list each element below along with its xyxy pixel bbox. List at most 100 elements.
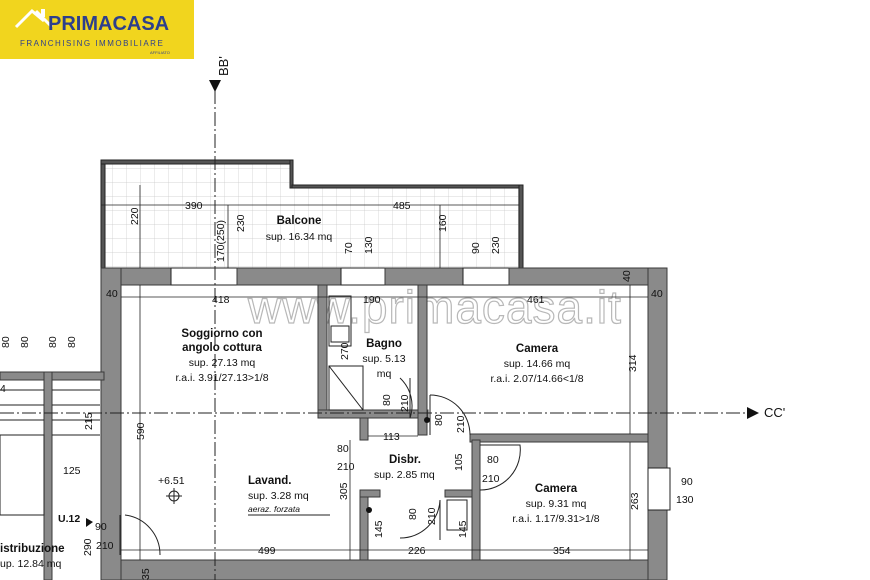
svg-text:Soggiorno con: Soggiorno con xyxy=(181,328,262,340)
svg-text:80: 80 xyxy=(47,336,59,348)
stairs xyxy=(0,389,100,436)
svg-text:Lavand.: Lavand. xyxy=(248,475,291,487)
svg-text:270: 270 xyxy=(339,342,351,360)
svg-text:485: 485 xyxy=(393,200,411,212)
svg-text:80: 80 xyxy=(487,454,499,466)
svg-text:angolo cottura: angolo cottura xyxy=(182,342,262,354)
svg-text:90: 90 xyxy=(681,476,693,488)
svg-text:130: 130 xyxy=(676,494,694,506)
brand-name: PRIMACASA xyxy=(48,13,170,35)
svg-text:499: 499 xyxy=(258,545,276,557)
room-balcone: Balcone sup. 16.34 mq xyxy=(266,215,333,243)
walls xyxy=(0,267,671,580)
section-cc-label: CC' xyxy=(764,405,785,420)
bathroom-fixtures xyxy=(328,295,468,531)
svg-text:sup. 3.28 mq: sup. 3.28 mq xyxy=(248,490,309,502)
svg-text:sup. 2.85 mq: sup. 2.85 mq xyxy=(374,469,435,481)
svg-text:105: 105 xyxy=(453,453,465,471)
room-soggiorno: Soggiorno con angolo cottura sup. 27.13 … xyxy=(175,328,268,384)
svg-text:418: 418 xyxy=(212,294,230,306)
svg-text:145: 145 xyxy=(457,520,469,538)
svg-text:210: 210 xyxy=(482,473,500,485)
svg-text:80: 80 xyxy=(433,414,445,426)
room-disbr: Disbr. sup. 2.85 mq xyxy=(374,454,435,481)
svg-text:80: 80 xyxy=(19,336,31,348)
svg-text:aeraz. forzata: aeraz. forzata xyxy=(248,504,300,514)
svg-text:40: 40 xyxy=(621,270,633,282)
svg-text:90: 90 xyxy=(95,521,107,533)
svg-text:125: 125 xyxy=(63,465,81,477)
level-marker xyxy=(166,417,430,513)
house-icon xyxy=(14,8,54,29)
svg-text:Camera: Camera xyxy=(535,483,578,495)
svg-text:r.a.i. 3.91/27.13>1/8: r.a.i. 3.91/27.13>1/8 xyxy=(175,372,268,384)
dimension-lines xyxy=(101,185,648,560)
svg-text:354: 354 xyxy=(553,545,571,557)
room-bagno: Bagno sup. 5.13 mq xyxy=(362,338,405,380)
svg-text:80: 80 xyxy=(407,508,419,520)
svg-text:170(250): 170(250) xyxy=(215,220,227,262)
svg-text:sup. 14.66 mq: sup. 14.66 mq xyxy=(504,358,571,370)
svg-text:210: 210 xyxy=(399,394,411,412)
unit-label: U.12 xyxy=(58,513,80,525)
svg-text:sup. 9.31 mq: sup. 9.31 mq xyxy=(526,498,587,510)
primacasa-logo: PRIMACASA FRANCHISING IMMOBILIARE AFFILI… xyxy=(0,0,194,59)
svg-text:r.a.i. 2.07/14.66<1/8: r.a.i. 2.07/14.66<1/8 xyxy=(490,373,583,385)
svg-text:226: 226 xyxy=(408,545,426,557)
balcony xyxy=(100,159,524,269)
room-distribuzione: istribuzione up. 12.84 mq xyxy=(0,543,65,570)
svg-text:40: 40 xyxy=(106,288,118,300)
svg-text:190: 190 xyxy=(363,294,381,306)
svg-text:314: 314 xyxy=(627,354,639,372)
svg-text:263: 263 xyxy=(629,492,641,510)
room-camera-2: Camera sup. 9.31 mq r.a.i. 1.17/9.31>1/8 xyxy=(512,483,599,525)
svg-text:590: 590 xyxy=(135,422,147,440)
svg-text:145: 145 xyxy=(373,520,385,538)
svg-text:215: 215 xyxy=(83,412,95,430)
brand-tagline: FRANCHISING IMMOBILIARE xyxy=(20,39,165,48)
svg-text:80: 80 xyxy=(337,443,349,455)
svg-text:4: 4 xyxy=(0,383,6,395)
room-lavand: Lavand. sup. 3.28 mq aeraz. forzata xyxy=(248,475,330,516)
svg-text:sup. 27.13 mq: sup. 27.13 mq xyxy=(189,357,256,369)
svg-text:35: 35 xyxy=(140,568,152,580)
svg-text:210: 210 xyxy=(337,461,355,473)
svg-text:Bagno: Bagno xyxy=(366,338,402,350)
svg-text:Camera: Camera xyxy=(516,343,559,355)
svg-text:230: 230 xyxy=(235,214,247,232)
svg-text:461: 461 xyxy=(527,294,545,306)
svg-text:sup. 16.34 mq: sup. 16.34 mq xyxy=(266,231,333,243)
section-axes: BB' CC' xyxy=(0,56,785,580)
svg-text:istribuzione: istribuzione xyxy=(0,543,65,555)
svg-text:220: 220 xyxy=(129,207,141,225)
svg-text:113: 113 xyxy=(383,431,400,443)
svg-text:290: 290 xyxy=(82,538,94,556)
svg-text:390: 390 xyxy=(185,200,203,212)
svg-text:sup. 5.13: sup. 5.13 xyxy=(362,353,405,365)
svg-text:80: 80 xyxy=(0,336,12,348)
svg-text:Disbr.: Disbr. xyxy=(389,454,421,466)
dimension-texts: 220 390 170(250) 230 485 160 70 130 90 2… xyxy=(0,200,694,580)
svg-text:80: 80 xyxy=(381,394,393,406)
svg-text:230: 230 xyxy=(490,236,502,254)
brand-affiliate: AFFILIATO xyxy=(150,50,170,55)
svg-text:210: 210 xyxy=(455,415,467,433)
svg-text:40: 40 xyxy=(651,288,663,300)
svg-text:80: 80 xyxy=(66,336,78,348)
doors xyxy=(119,377,521,556)
svg-text:90: 90 xyxy=(470,242,482,254)
svg-text:130: 130 xyxy=(363,236,375,254)
svg-text:210: 210 xyxy=(96,540,114,552)
room-camera-1: Camera sup. 14.66 mq r.a.i. 2.07/14.66<1… xyxy=(490,343,583,385)
svg-text:210: 210 xyxy=(426,507,438,525)
svg-text:305: 305 xyxy=(338,482,350,500)
svg-text:160: 160 xyxy=(437,214,449,232)
section-bb-label: BB' xyxy=(216,56,231,76)
svg-text:up. 12.84 mq: up. 12.84 mq xyxy=(0,558,61,570)
svg-text:70: 70 xyxy=(343,242,355,254)
level-value: +6.51 xyxy=(158,475,185,487)
svg-text:mq: mq xyxy=(377,368,392,380)
svg-text:Balcone: Balcone xyxy=(277,215,322,227)
svg-text:r.a.i. 1.17/9.31>1/8: r.a.i. 1.17/9.31>1/8 xyxy=(512,513,599,525)
